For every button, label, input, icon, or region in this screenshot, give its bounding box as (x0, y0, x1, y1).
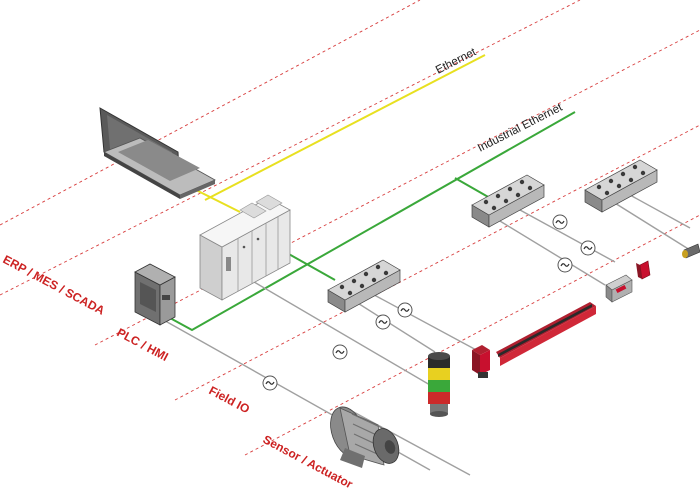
motor-icon (330, 406, 400, 468)
plc-rack-icon (199, 194, 291, 301)
connector-icon (552, 214, 568, 230)
signal-tower-icon (428, 352, 450, 417)
level-line-4 (174, 124, 700, 401)
connector-icon (397, 302, 413, 318)
io-module-icon (584, 159, 658, 213)
level-line-1 (0, 0, 421, 226)
industrial-ethernet-label: Industrial Ethernet (476, 101, 565, 154)
connector-icon (262, 375, 278, 391)
field-cables (159, 194, 691, 476)
level-label-erp: ERP / MES / SCADA (1, 252, 108, 318)
connector-icon (375, 314, 391, 330)
hmi-panel-icon (134, 263, 176, 326)
io-module-icon (327, 259, 401, 313)
level-line-5 (244, 214, 700, 456)
level-label-plc: PLC / HMI (115, 325, 171, 364)
connector-icon (557, 257, 573, 273)
laptop-icon (99, 107, 216, 199)
level-label-field-io: Field IO (207, 383, 252, 416)
sensor-icon (682, 243, 700, 259)
sensor-icon (636, 260, 651, 280)
level-separators (0, 0, 700, 456)
connector-icon (332, 344, 348, 360)
sensor-icon (605, 274, 633, 303)
cable-connectors (262, 214, 596, 391)
io-module-icon (471, 174, 545, 228)
light-curtain-icon (472, 302, 596, 378)
connector-icon (580, 240, 596, 256)
level-line-2 (0, 0, 581, 296)
